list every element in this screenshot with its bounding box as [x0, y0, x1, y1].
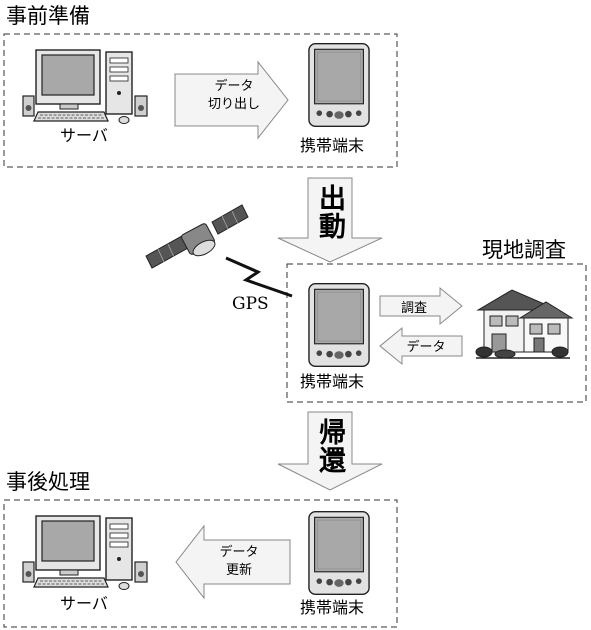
survey-arrow-label: 調査 — [400, 301, 427, 316]
house-icon — [475, 289, 574, 359]
prep-title: 事前準備 — [6, 4, 90, 28]
prep-server-label: サーバ — [60, 126, 108, 145]
field-handheld-icon — [308, 282, 370, 368]
data-arrow — [379, 326, 463, 366]
update-arrow-line2: 更新 — [225, 562, 252, 578]
field-box — [286, 263, 587, 403]
data-arrow-label: データ — [406, 340, 446, 355]
dispatch-label: 出動 — [314, 184, 345, 240]
update-arrow-text: データ 更新 — [204, 544, 274, 579]
post-server-computer-icon — [22, 515, 148, 591]
satellite-icon — [145, 204, 249, 269]
prep-box — [3, 33, 398, 168]
return-arrow — [277, 411, 383, 491]
update-arrow-line1: データ — [219, 545, 259, 560]
post-server-label: サーバ — [60, 594, 108, 613]
gps-label: GPS — [232, 294, 269, 314]
post-handheld-icon — [308, 510, 370, 596]
dispatch-arrow — [277, 177, 383, 263]
post-handheld-label: 携帯端末 — [300, 598, 365, 617]
signal-bolt-icon — [225, 256, 293, 298]
server-computer-icon — [22, 49, 148, 125]
field-title: 現地調査 — [482, 238, 566, 262]
update-arrow — [175, 524, 291, 600]
export-arrow-text: データ 切り出し — [196, 78, 272, 113]
export-arrow-line2: 切り出し — [207, 96, 260, 112]
post-title: 事後処理 — [6, 470, 90, 494]
field-handheld-label: 携帯端末 — [300, 372, 365, 391]
export-arrow — [174, 60, 289, 140]
export-arrow-line1: データ — [214, 79, 254, 94]
survey-arrow — [379, 286, 463, 326]
prep-handheld-label: 携帯端末 — [300, 136, 365, 155]
return-label: 帰還 — [314, 418, 345, 474]
handheld-icon — [308, 42, 370, 128]
